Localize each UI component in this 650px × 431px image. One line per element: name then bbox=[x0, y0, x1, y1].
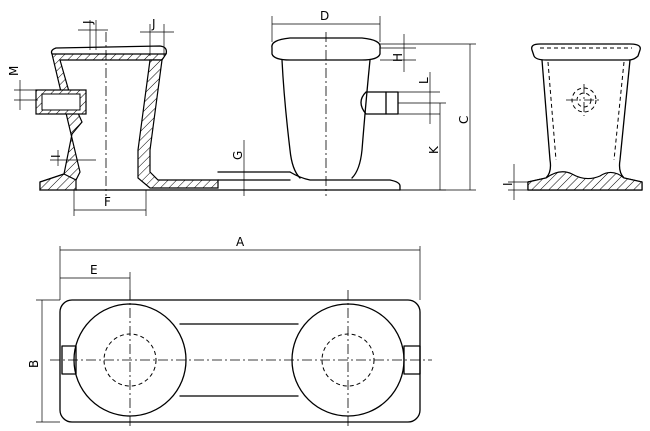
right-side-boss bbox=[360, 91, 399, 115]
dim-label-e: E bbox=[90, 263, 98, 277]
side-cap bbox=[531, 43, 641, 61]
dimensions: D J J M I F G H L K bbox=[7, 9, 530, 423]
dim-label-m: M bbox=[7, 66, 21, 76]
dim-label-c: C bbox=[457, 116, 471, 124]
side-body bbox=[527, 59, 643, 191]
side-view bbox=[527, 43, 643, 191]
dim-label-b: B bbox=[27, 360, 41, 368]
dim-label-a: A bbox=[236, 235, 245, 249]
right-bitt-cap bbox=[271, 37, 381, 61]
dim-label-l: L bbox=[417, 77, 431, 84]
dim-label-j1: J bbox=[81, 20, 95, 25]
right-bitt-barrel bbox=[281, 59, 301, 179]
dim-label-g: G bbox=[231, 151, 245, 160]
dim-label-j2: J bbox=[151, 17, 156, 31]
dim-label-h: H bbox=[391, 53, 405, 62]
section-hatch-base bbox=[39, 173, 77, 191]
right-bitt-barrel-right bbox=[351, 59, 371, 179]
front-view-exterior bbox=[271, 37, 401, 191]
top-view bbox=[50, 290, 432, 428]
dim-label-i: I bbox=[49, 154, 63, 158]
section-hatch-bowl bbox=[137, 59, 219, 189]
dim-label-i2: I bbox=[501, 182, 515, 186]
front-view-section bbox=[35, 32, 401, 196]
top-base-plate bbox=[59, 299, 421, 423]
dim-label-d: D bbox=[320, 9, 329, 23]
side-boss-bore bbox=[41, 93, 81, 111]
dim-label-f: F bbox=[104, 195, 111, 209]
right-base-flange bbox=[289, 171, 401, 191]
dim-label-k: K bbox=[427, 145, 441, 154]
side-base-hatch bbox=[527, 171, 643, 191]
side-body-hidden bbox=[547, 61, 625, 161]
front-body-outline-left bbox=[50, 45, 168, 55]
